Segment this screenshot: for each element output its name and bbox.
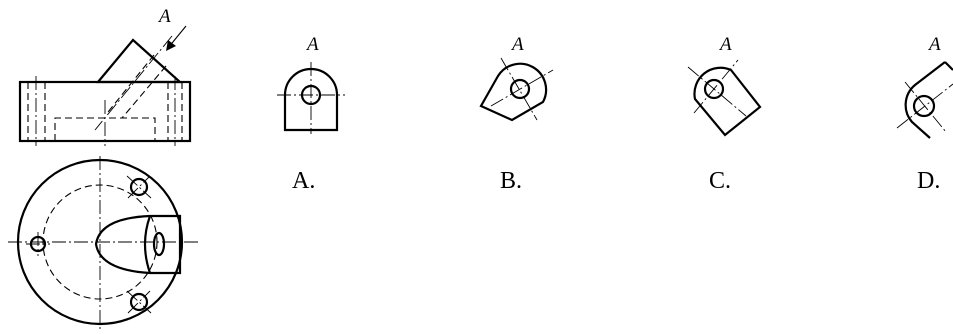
boss-top-projection [94, 214, 182, 275]
mounting-hole-left [26, 232, 50, 256]
option-a-outline [283, 67, 339, 132]
view-arrow-letter: A [157, 6, 171, 27]
option-c[interactable]: A C. [687, 34, 762, 194]
option-c-centerline [687, 66, 747, 117]
option-b-centerline [490, 69, 554, 107]
mounting-hole-lower [126, 290, 152, 314]
option-b-view-letter: A [510, 34, 524, 55]
option-c-outline [693, 66, 762, 137]
option-d-centerline [904, 81, 947, 133]
option-a-label: A. [292, 168, 315, 194]
option-d-outline [904, 61, 953, 139]
option-d-view-letter: A [927, 34, 941, 55]
option-b-hole [509, 78, 531, 100]
boss-top-curve [143, 215, 152, 274]
top-view [8, 156, 198, 330]
boss-hole-hidden-line [121, 65, 167, 119]
option-a-view-letter: A [305, 34, 319, 55]
option-d-label: D. [917, 168, 940, 194]
option-c-label: C. [709, 168, 731, 194]
option-a[interactable]: A A. [277, 34, 345, 194]
option-b-label: B. [500, 168, 522, 194]
option-d-hole [912, 94, 936, 118]
option-c-hole [703, 78, 725, 100]
boss-hole-hidden-line [107, 54, 155, 113]
boss-axis-centerline [94, 35, 173, 131]
view-direction-arrow: A [157, 6, 187, 51]
front-view [18, 35, 192, 146]
option-c-view-letter: A [718, 34, 732, 55]
option-b-centerline [500, 57, 538, 121]
option-b[interactable]: A B. [479, 34, 554, 194]
option-c-centerline [693, 59, 739, 114]
mounting-hole-upper [126, 175, 152, 199]
option-b-outline [479, 62, 548, 122]
view-arrow-head [166, 40, 176, 51]
boss-hole-ellipse [152, 231, 166, 257]
option-d[interactable]: A D. [896, 34, 953, 194]
